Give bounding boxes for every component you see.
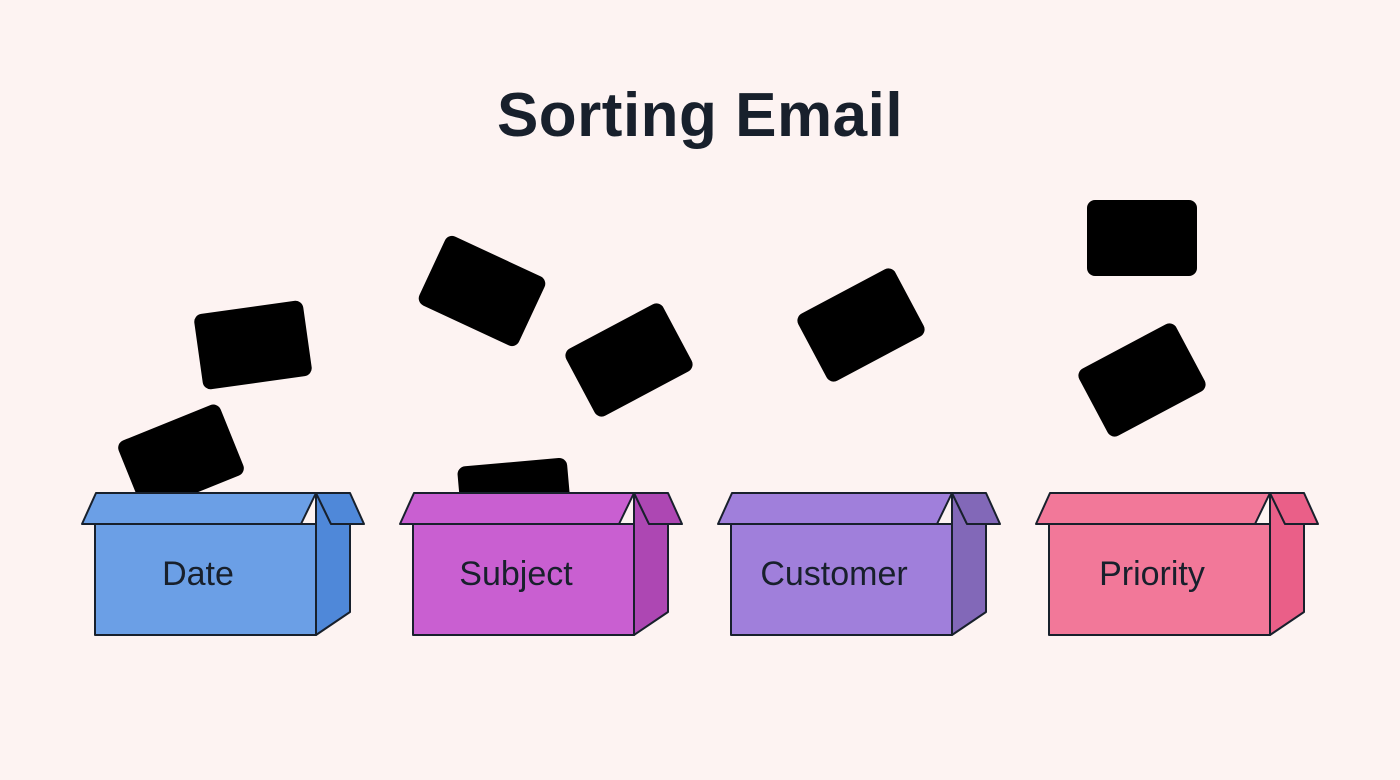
box-front-flap	[81, 492, 317, 525]
box-side-flap	[1269, 492, 1319, 525]
envelope-icon	[562, 300, 696, 420]
box-side-flap	[633, 492, 683, 525]
envelope-icon	[1075, 320, 1209, 440]
envelope-icon	[794, 265, 928, 385]
sorting-box-customer: Customer	[717, 492, 1001, 636]
box-label: Customer	[760, 555, 907, 593]
box-label: Priority	[1099, 555, 1205, 593]
page-title: Sorting Email	[496, 81, 904, 150]
box-label: Subject	[459, 555, 573, 593]
sorting-box-subject: Subject	[399, 492, 683, 636]
box-front-flap	[399, 492, 635, 525]
sorting-box-priority: Priority	[1035, 492, 1319, 636]
envelope-icon	[193, 299, 313, 391]
box-side-flap	[315, 492, 365, 525]
envelope-icon	[1087, 200, 1197, 276]
box-front-flap	[717, 492, 953, 525]
box-front-flap	[1035, 492, 1271, 525]
box-side-flap	[951, 492, 1001, 525]
sorting-box-date: Date	[81, 492, 365, 636]
envelope-icon	[416, 233, 548, 349]
box-label: Date	[162, 555, 234, 593]
